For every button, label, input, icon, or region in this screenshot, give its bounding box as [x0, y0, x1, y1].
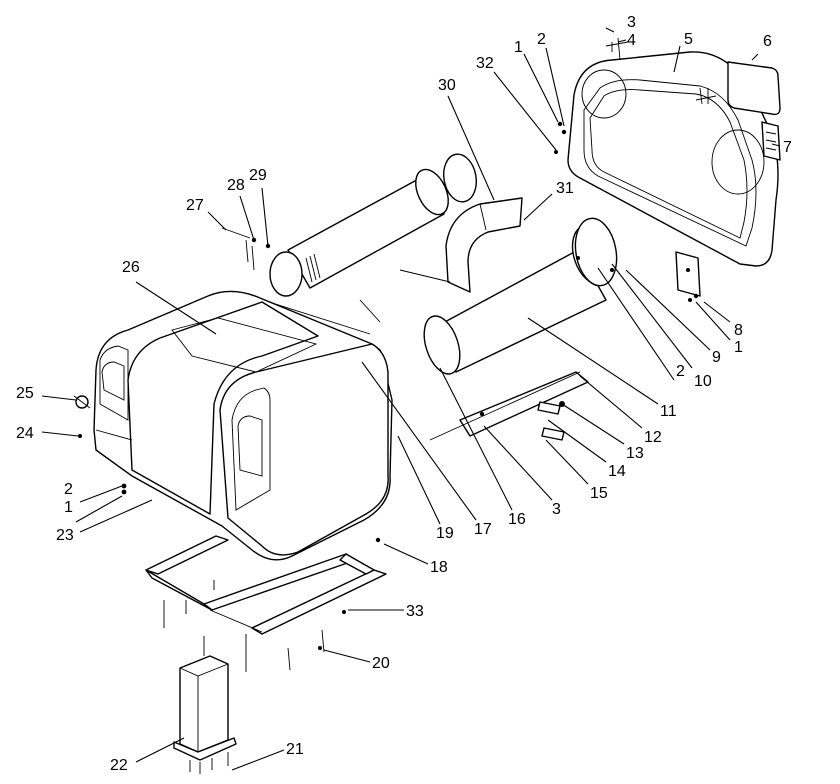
callout-33: 33 — [406, 603, 424, 620]
callout-3-top: 3 — [627, 14, 636, 31]
callout-2-left: 2 — [64, 481, 73, 498]
callout-32: 32 — [476, 55, 494, 72]
callout-30: 30 — [438, 77, 456, 94]
callout-18: 18 — [430, 559, 448, 576]
callout-1-right: 1 — [734, 339, 743, 356]
callout-31: 31 — [556, 180, 574, 197]
bracket-plate — [675, 251, 701, 302]
small-fasteners — [78, 121, 699, 650]
callout-2-right: 2 — [676, 363, 685, 380]
callout-10: 10 — [694, 373, 712, 390]
callout-27: 27 — [186, 197, 204, 214]
curved-shroud — [445, 197, 523, 293]
callout-12: 12 — [644, 429, 662, 446]
callout-19: 19 — [436, 525, 454, 542]
callout-3-mid: 3 — [552, 501, 561, 518]
callout-14: 14 — [608, 463, 626, 480]
callout-5: 5 — [684, 31, 693, 48]
frame-rails — [249, 269, 581, 441]
mount-brackets — [537, 401, 565, 441]
latch-assembly — [761, 121, 781, 161]
callout-2-top: 2 — [537, 31, 546, 48]
callout-16: 16 — [508, 511, 526, 528]
callout-11: 11 — [660, 403, 677, 420]
bolt-27 — [221, 227, 255, 271]
callout-23: 23 — [56, 527, 74, 544]
callout-7: 7 — [783, 139, 792, 156]
end-cap-disc-right — [574, 217, 618, 287]
leader-lines — [41, 27, 781, 771]
decal-plate — [727, 61, 781, 116]
callout-1-left: 1 — [64, 499, 73, 516]
callout-21: 21 — [286, 741, 304, 758]
callout-22: 22 — [110, 757, 128, 774]
callout-15: 15 — [590, 485, 608, 502]
callout-25: 25 — [16, 385, 34, 402]
callout-8: 8 — [734, 322, 743, 339]
hinge-hardware — [605, 37, 717, 105]
duct-tube-left — [287, 168, 449, 289]
callout-13: 13 — [626, 445, 644, 462]
callout-4: 4 — [627, 32, 636, 49]
main-hood — [93, 290, 393, 561]
base-frame — [145, 535, 387, 672]
base-tray — [459, 371, 589, 437]
end-cap-disc-upper — [269, 153, 477, 297]
callout-9: 9 — [712, 349, 721, 366]
callout-20: 20 — [372, 655, 390, 672]
callout-17: 17 — [474, 521, 492, 538]
callout-1-top: 1 — [514, 39, 523, 56]
support-column — [173, 636, 237, 774]
callout-6: 6 — [763, 33, 772, 50]
callout-29: 29 — [249, 167, 267, 184]
callout-labels: 3 4 5 6 7 1 2 32 30 31 8 1 9 10 2 11 12 … — [16, 14, 792, 774]
callout-28: 28 — [227, 177, 245, 194]
side-knob — [73, 395, 91, 409]
callout-26: 26 — [122, 259, 140, 276]
rear-panel — [567, 51, 779, 267]
callout-24: 24 — [16, 425, 34, 442]
